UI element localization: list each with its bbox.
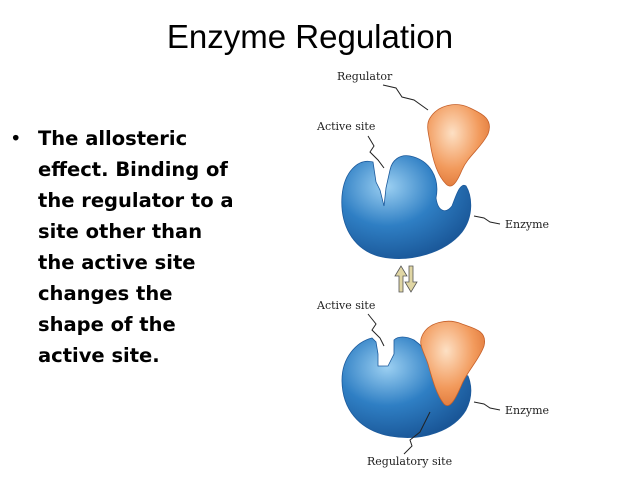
bottom-enzyme-panel: Active site Enzyme Regulatory site (316, 299, 549, 468)
top-regulator-label: Regulator (337, 70, 393, 83)
top-enzyme-pointer (473, 215, 501, 225)
top-enzyme-shape (341, 155, 472, 259)
bullet-line: site other than (38, 220, 203, 243)
regulatory-site-pointer (403, 411, 431, 455)
bullet-line: the active site (38, 251, 196, 274)
top-enzyme-label: Enzyme (505, 218, 549, 231)
equilibrium-arrows-icon (394, 265, 418, 293)
top-regulator-shape (427, 104, 490, 187)
regulatory-site-label: Regulatory site (367, 455, 452, 468)
bottom-enzyme-shape (341, 336, 472, 438)
bullet-dot-icon: • (10, 127, 22, 150)
bottom-enzyme-pointer (473, 401, 501, 411)
bottom-active-site-label: Active site (316, 299, 375, 312)
bullet-line: changes the (38, 282, 173, 305)
bottom-enzyme-label: Enzyme (505, 404, 549, 417)
slide-title: Enzyme Regulation (166, 18, 454, 55)
bullet-list: • The allosteric effect. Binding of the … (10, 123, 250, 371)
bullet-line: The allosteric (38, 127, 188, 150)
bullet-line: shape of the (38, 313, 176, 336)
top-enzyme-panel: Regulator Active site Enzyme (316, 70, 549, 259)
bullet-item: • The allosteric effect. Binding of the … (10, 123, 250, 371)
bullet-line: the regulator to a (38, 189, 234, 212)
top-active-site-label: Active site (316, 120, 375, 133)
bottom-regulator-shape (420, 320, 486, 406)
bullet-line: active site. (38, 344, 160, 367)
bullet-line: effect. Binding of (38, 158, 228, 181)
bottom-active-site-pointer (367, 313, 385, 347)
allosteric-diagram: Regulator Active site Enzyme Active site… (316, 70, 549, 468)
top-active-site-pointer (367, 135, 385, 169)
top-regulator-pointer (382, 84, 429, 111)
